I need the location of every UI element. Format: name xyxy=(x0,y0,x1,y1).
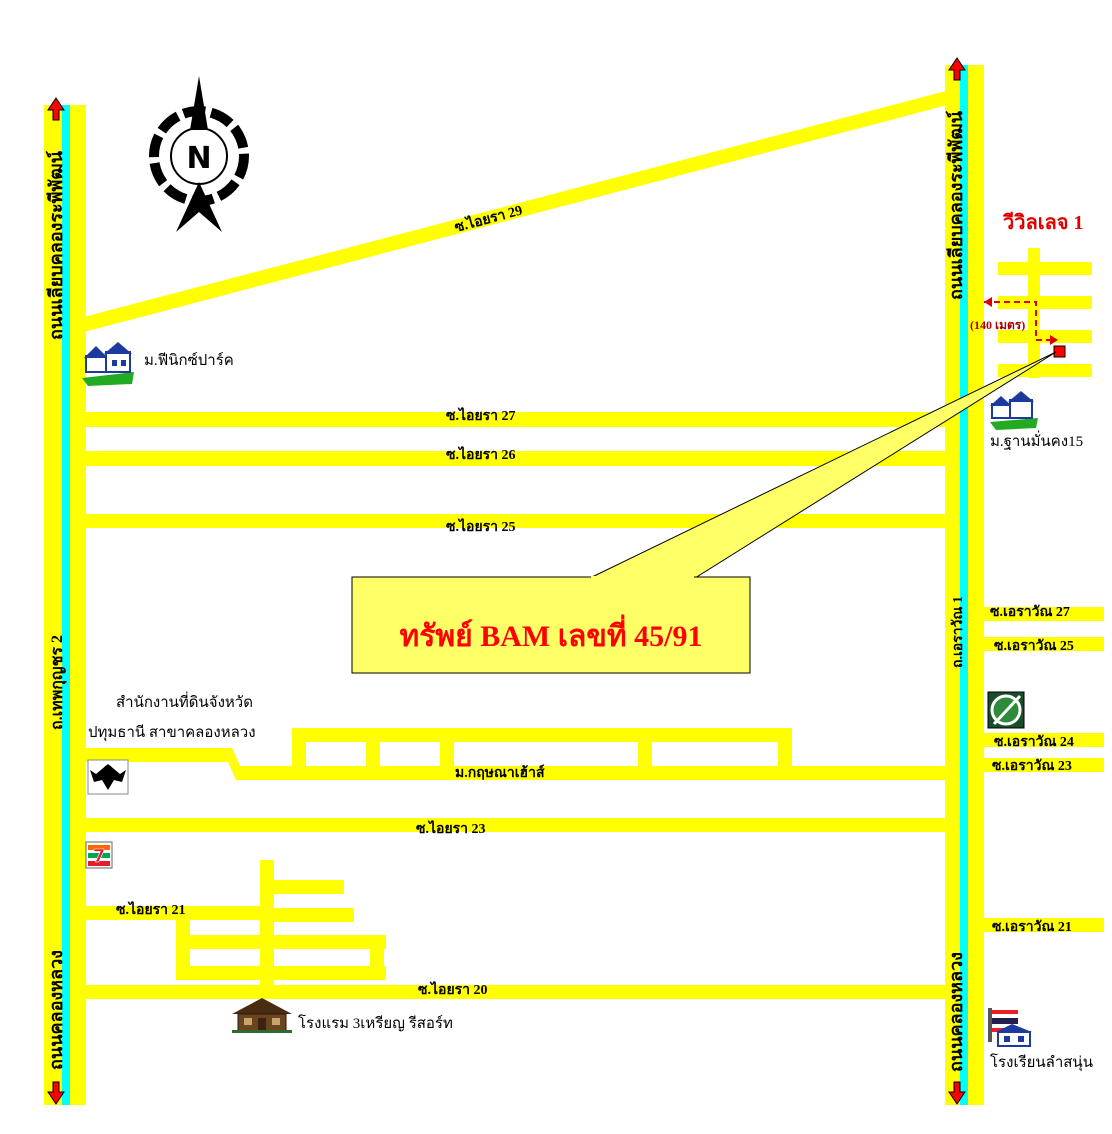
gas-station-icon xyxy=(987,691,1025,729)
garuda-icon xyxy=(87,759,129,795)
callout-box xyxy=(351,576,751,674)
erawan-25-label: ซ.เอราวัณ 25 xyxy=(994,638,1074,654)
soi-25-label: ซ.ไอยรา 25 xyxy=(446,517,516,535)
erawan-24-label: ซ.เอราวัณ 24 xyxy=(994,734,1074,750)
erawan-27-label: ซ.เอราวัณ 27 xyxy=(990,604,1070,620)
svg-text:7: 7 xyxy=(93,846,106,867)
school-icon xyxy=(988,1008,1032,1047)
house-icon xyxy=(82,342,134,386)
left-main-road xyxy=(44,105,86,1105)
distance-indicator xyxy=(984,297,1058,345)
left-main-road-bottom-label: ถนนคลองหลวง xyxy=(46,950,66,1070)
hotel-icon xyxy=(232,998,292,1033)
property-marker-icon xyxy=(1053,345,1066,358)
soi-21-label: ซ.ไอยรา 21 xyxy=(116,900,186,918)
soi-20-label: ซ.ไอยรา 20 xyxy=(418,980,488,998)
hotel-label: โรงแรม 3เหรียญ รีสอร์ท xyxy=(298,1014,453,1032)
kritsana-label: ม.กฤษณาเฮ้าส์ xyxy=(455,764,545,781)
compass-north-letter: N xyxy=(186,141,211,176)
land-office-label-line2: ปทุมธานี สาขาคลองหลวง xyxy=(88,724,256,742)
right-main-road-mid-label: ถ.เอราวัณ 1 xyxy=(950,596,966,668)
soi-29-label: ซ.ไอยรา 29 xyxy=(452,200,524,235)
compass-icon: N xyxy=(149,76,249,232)
seven-eleven-icon: 7 xyxy=(85,841,113,869)
left-main-road-mid-label: ถ.เทพกุญชร 2 xyxy=(49,635,67,730)
phoenix-park-label: ม.ฟีนิกซ์ปาร์ค xyxy=(144,352,234,369)
land-office-label-line1: สำนักงานที่ดินจังหวัด xyxy=(116,691,253,711)
right-main-road-top-label: ถนนเลียบคลองระพีพัฒน์ xyxy=(945,110,966,300)
house-icon xyxy=(990,391,1038,430)
soi-27-label: ซ.ไอยรา 27 xyxy=(446,406,516,424)
erawan-21-label: ซ.เอราวัณ 21 xyxy=(992,919,1072,935)
than-mankong-label: ม.ฐานมั่นคง15 xyxy=(990,430,1083,450)
right-main-road-bottom-label: ถนนคลองหลวง xyxy=(946,952,966,1072)
distance-label: (140 เมตร) xyxy=(970,318,1025,332)
arrow-up-down-icon xyxy=(47,57,966,1105)
soi-26-label: ซ.ไอยรา 26 xyxy=(446,445,516,463)
left-main-road-top-label: ถนนเลียบคลองระพีพัฒน์ xyxy=(45,150,66,340)
village-title: วีวิลเลจ 1 xyxy=(1002,211,1083,234)
soi-23-label: ซ.ไอยรา 23 xyxy=(416,819,486,837)
callout-text: ทรัพย์ BAM เลขที่ 45/91 xyxy=(400,614,703,653)
school-label: โรงเรียนลำสนุ่น xyxy=(990,1053,1093,1072)
erawan-23-label: ซ.เอราวัณ 23 xyxy=(992,758,1072,774)
right-main-road xyxy=(945,65,984,1105)
